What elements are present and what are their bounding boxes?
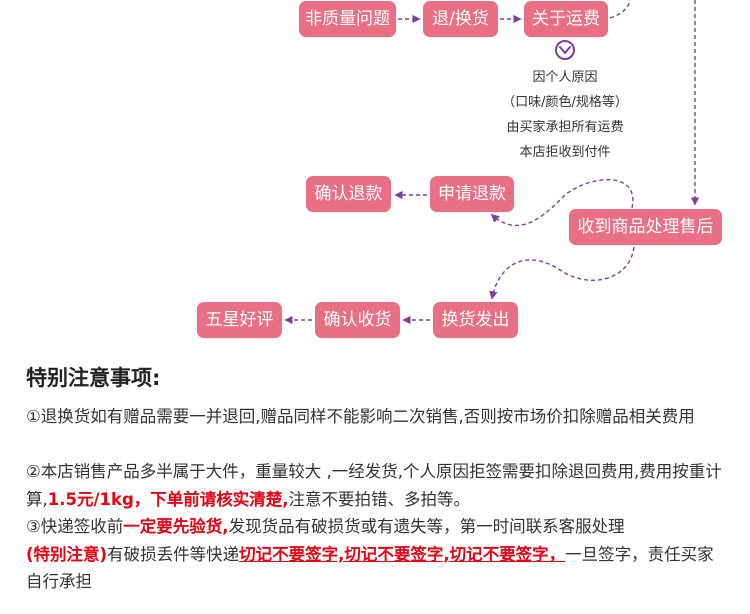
note-text: ③快递签收前 — [26, 517, 124, 536]
flow-arrows-layer — [284, 0, 700, 325]
note-emphasis: 1.5元/1kg，下单前请核实清楚, — [47, 489, 289, 509]
chevron-down-icon — [555, 40, 575, 60]
note-paragraph-3: ③快递签收前一定要先验货,发现货品有破损货或有遗失等，第一时间联系客服处理 (特… — [26, 513, 726, 596]
shipping-note-line: （口味/颜色/规格等） — [502, 95, 628, 110]
notes-title: 特别注意事项: — [26, 366, 161, 390]
note-text: ①退换货如有赠品需要一并退回,赠品同样不能影响二次销售,否则按市场价扣除赠品相关… — [26, 407, 695, 426]
note-text: 一旦签字，责任买家自行承担 — [26, 544, 714, 592]
shipping-note-line: 因个人原因 — [532, 70, 598, 85]
note-emphasis: 一定要先验货, — [123, 517, 229, 536]
step-exchange-ship: 换货发出 — [433, 302, 518, 338]
curve-received-to-apply — [490, 179, 634, 227]
curve-received-to-exchange — [489, 246, 635, 300]
step-apply-refund: 申请退款 — [430, 176, 514, 212]
step-about-shipping: 关于运费 — [524, 1, 608, 37]
step-confirm-refund: 确认退款 — [306, 176, 391, 212]
note-text: 发现货品有破损货或有遗失等，第一时间联系客服处理 — [228, 517, 625, 536]
step-return-exchange: 退/换货 — [423, 1, 498, 37]
step-five-star: 五星好评 — [197, 302, 282, 338]
step-received-handle: 收到商品处理售后 — [569, 209, 722, 245]
note-emphasis: (特别注意) — [26, 544, 108, 564]
note-text: ②本店销售产品多半属于大件，重量较大 ,一经发货,个人原因拒签需要扣除退回费用,… — [26, 462, 722, 509]
step-non-quality: 非质量问题 — [299, 1, 396, 37]
note-paragraph-2: ②本店销售产品多半属于大件，重量较大 ,一经发货,个人原因拒签需要扣除退回费用,… — [26, 458, 726, 513]
note-text: 注意不要拍错、多拍等。 — [288, 489, 471, 509]
shipping-note-line: 本店拒收到付件 — [519, 145, 611, 160]
note-emphasis-underlined: 切记不要签字,切记不要签字,切记不要签字， — [239, 544, 566, 564]
shipping-note-line: 由买家承担所有运费 — [506, 120, 624, 135]
step-confirm-receipt: 确认收货 — [315, 302, 400, 338]
note-paragraph-1: ①退换货如有赠品需要一并退回,赠品同样不能影响二次销售,否则按市场价扣除赠品相关… — [26, 403, 726, 431]
curve-top-right — [609, 0, 631, 19]
note-text: 有破损丢件等快递 — [107, 544, 240, 564]
